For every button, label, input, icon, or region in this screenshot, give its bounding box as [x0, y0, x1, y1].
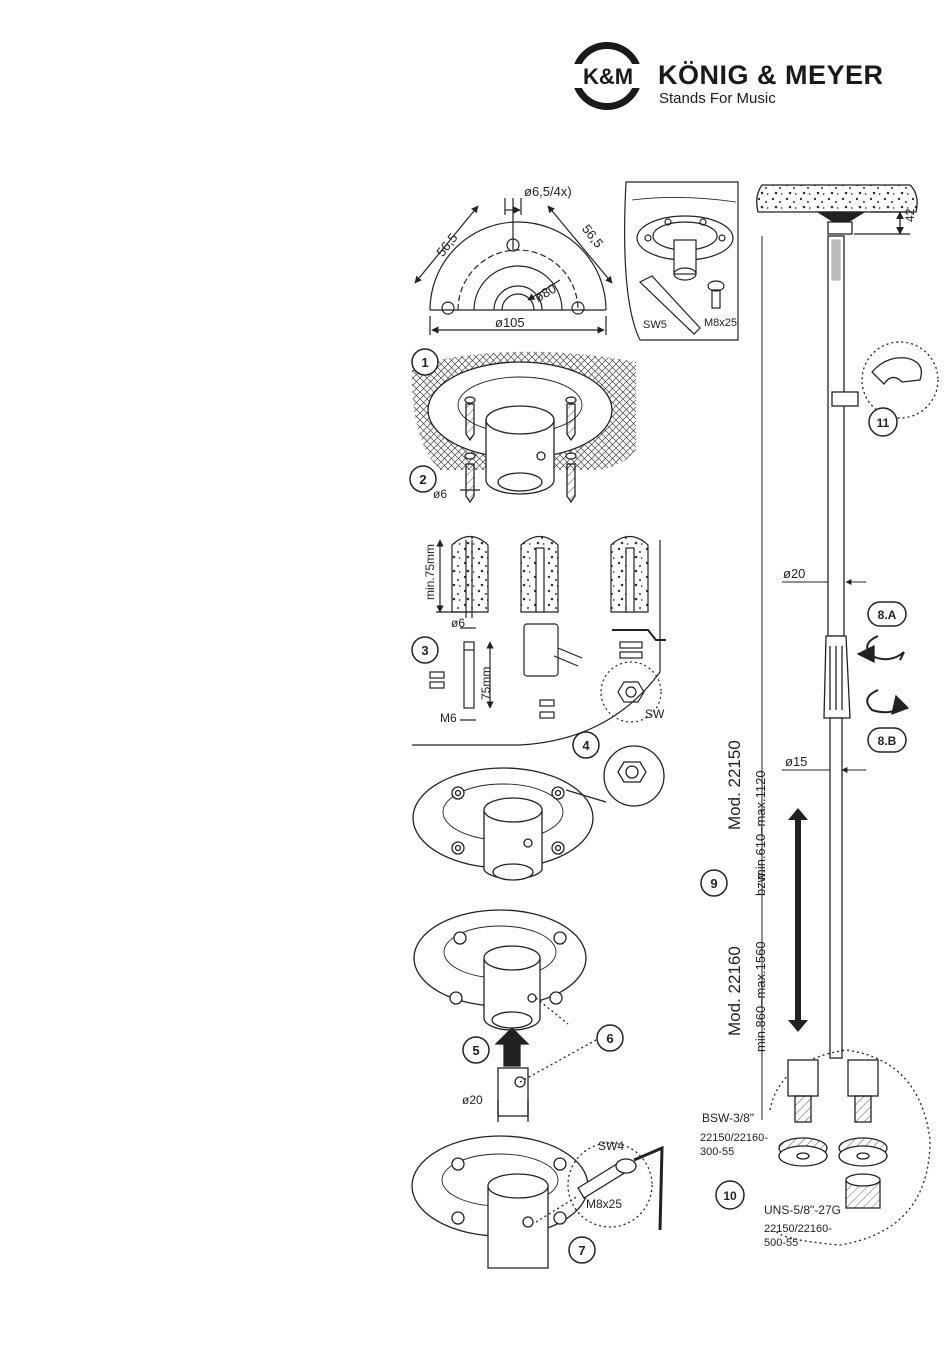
svg-text:7: 7 — [578, 1243, 585, 1258]
uns-code-line1: 22150/22160- — [764, 1223, 832, 1235]
model-22160-label: Mod. 22160 — [725, 946, 744, 1036]
kit-screw-label: M8x25 — [704, 317, 737, 329]
svg-text:10: 10 — [723, 1189, 737, 1203]
holes-dim-label: ø6,5/4x) — [524, 184, 572, 199]
step-10-badge: 10 — [716, 1181, 744, 1209]
outer-105-dim-label: ø105 — [495, 315, 525, 330]
flange-step-4 — [413, 746, 664, 880]
svg-text:8.A: 8.A — [878, 608, 897, 622]
step7-wrench-label: SW4 — [598, 1139, 624, 1153]
svg-text:3: 3 — [421, 643, 428, 658]
height-range-arrow — [762, 236, 808, 1120]
tube-diameter-dims — [782, 582, 866, 770]
clip-detail — [862, 342, 938, 418]
screw-length-label: 75mm — [479, 667, 493, 700]
step-8b-badge: 8.B — [868, 728, 906, 752]
wrench-label: SW — [645, 707, 665, 721]
step7-screw-label: M8x25 — [586, 1197, 622, 1211]
rotate-arrows — [858, 636, 908, 714]
bsw-code-line1: 22150/22160- — [700, 1132, 768, 1144]
step-11-badge: 11 — [869, 408, 897, 436]
ceiling-plate — [757, 185, 917, 234]
step-9-badge: 9 — [701, 870, 727, 896]
step-1-badge: 1 — [412, 349, 438, 375]
tube-d20-label: ø20 — [783, 566, 805, 581]
step-3-badge: 3 — [412, 637, 438, 663]
step-8a-badge: 8.A — [868, 602, 906, 626]
step-5-badge: 5 — [463, 1037, 489, 1063]
step-7-badge: 7 — [569, 1237, 595, 1263]
model-22150-range: min.610–max.1120 — [753, 770, 768, 880]
flange-step-5 — [414, 910, 596, 1122]
bsw-code-line2: 300-55 — [700, 1146, 734, 1158]
step2-bit-label: ø6 — [433, 487, 447, 501]
thread-label: M6 — [440, 711, 457, 725]
bzw-label: bzw. — [753, 870, 768, 896]
model-22150-label: Mod. 22150 — [725, 740, 744, 830]
uns-code-line2: 500-55 — [764, 1237, 798, 1249]
svg-text:5: 5 — [472, 1043, 479, 1058]
step-6-badge: 6 — [597, 1025, 623, 1051]
bsw-label: BSW-3/8" — [702, 1111, 754, 1125]
flange-step-7 — [412, 1136, 662, 1268]
height-42-label: 42 — [903, 208, 917, 222]
inner-80-dim-label: ø80 — [532, 281, 559, 305]
svg-text:2: 2 — [419, 472, 426, 487]
flange-steps-1-2 — [428, 362, 612, 502]
tube-d15-label: ø15 — [785, 754, 807, 769]
right-56-dim-label: 56,5 — [579, 221, 606, 250]
lower-tube-dim-label: ø20 — [462, 1093, 483, 1107]
svg-text:1: 1 — [421, 355, 428, 370]
svg-text:9: 9 — [710, 876, 717, 891]
telescopic-tube — [824, 236, 858, 1058]
svg-text:6: 6 — [606, 1031, 613, 1046]
model-22160-range: min.860–max.1560 — [753, 941, 768, 1052]
svg-text:4: 4 — [582, 738, 590, 753]
step-4-badge: 4 — [573, 732, 599, 758]
uns-label: UNS-5/8"-27G — [764, 1203, 841, 1217]
min-depth-label: min.75mm — [423, 544, 437, 600]
svg-text:11: 11 — [877, 416, 890, 430]
svg-text:8.B: 8.B — [878, 734, 897, 748]
kit-wrench-label: SW5 — [643, 319, 667, 331]
drill-bit-label: ø6 — [451, 616, 465, 630]
